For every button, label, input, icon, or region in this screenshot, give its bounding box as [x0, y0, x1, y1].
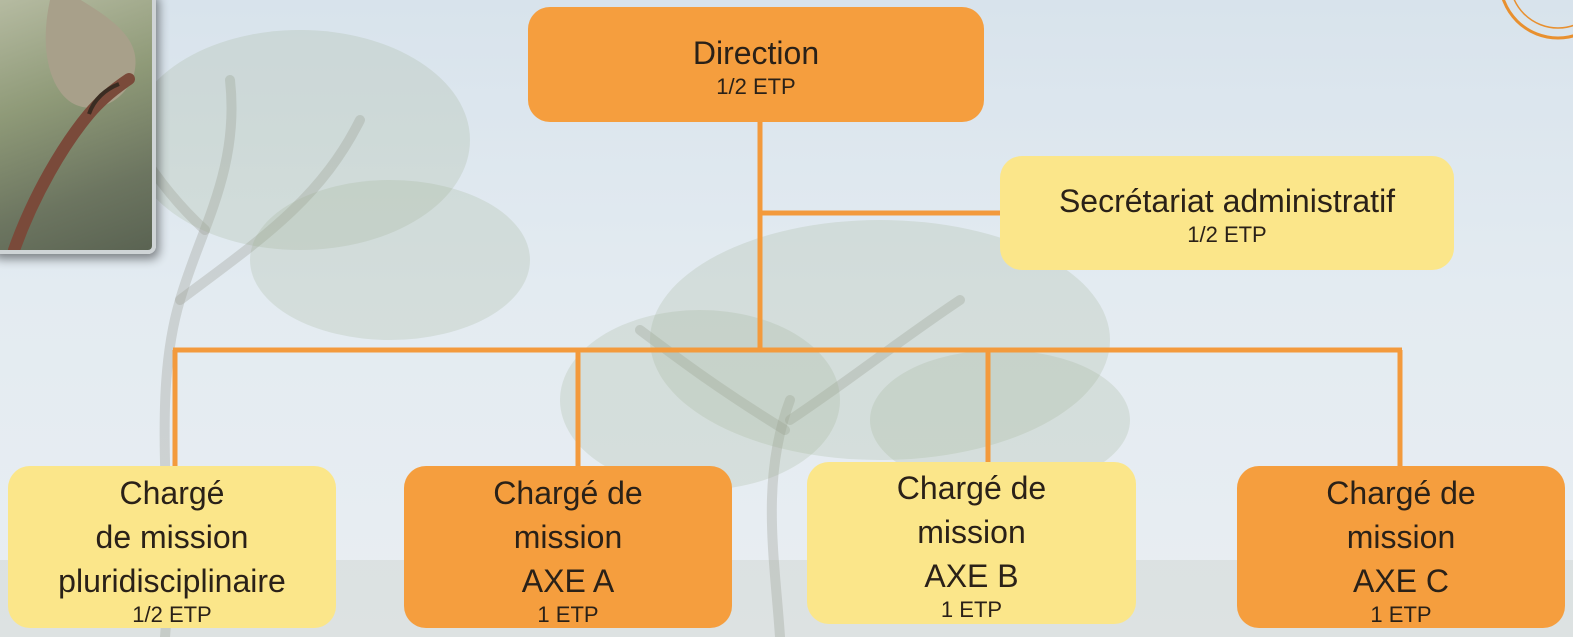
bird-photo [0, 0, 156, 254]
mission-title: Chargé de mission AXE A [493, 475, 643, 599]
mission-box-axe-b: Chargé de mission AXE B 1 ETP [807, 462, 1136, 624]
secretariat-title: Secrétariat administratif [1058, 183, 1396, 219]
mission-title: Chargé de mission AXE C [1326, 475, 1476, 599]
mission-title: Chargé de mission AXE B [896, 470, 1047, 594]
mission-etp: 1/2 ETP [132, 602, 212, 627]
mission-etp: 1 ETP [1370, 602, 1432, 627]
mission-etp: 1 ETP [940, 597, 1003, 622]
bird-on-branch-image [8, 0, 136, 250]
direction-etp: 1/2 ETP [716, 73, 796, 99]
secretariat-etp: 1/2 ETP [1187, 222, 1267, 247]
mission-box-axe-c: Chargé de mission AXE C 1 ETP [1237, 466, 1565, 628]
mission-box-pluridisciplinaire: Chargé de mission pluridisciplinaire 1/2… [8, 466, 336, 628]
direction-box: Direction 1/2 ETP [528, 7, 984, 122]
mission-box-axe-a: Chargé de mission AXE A 1 ETP [404, 466, 732, 628]
mission-title: Chargé de mission pluridisciplinaire [58, 475, 286, 599]
mission-etp: 1 ETP [537, 602, 599, 627]
secretariat-box: Secrétariat administratif 1/2 ETP [1000, 156, 1454, 270]
direction-title: Direction [692, 34, 820, 71]
